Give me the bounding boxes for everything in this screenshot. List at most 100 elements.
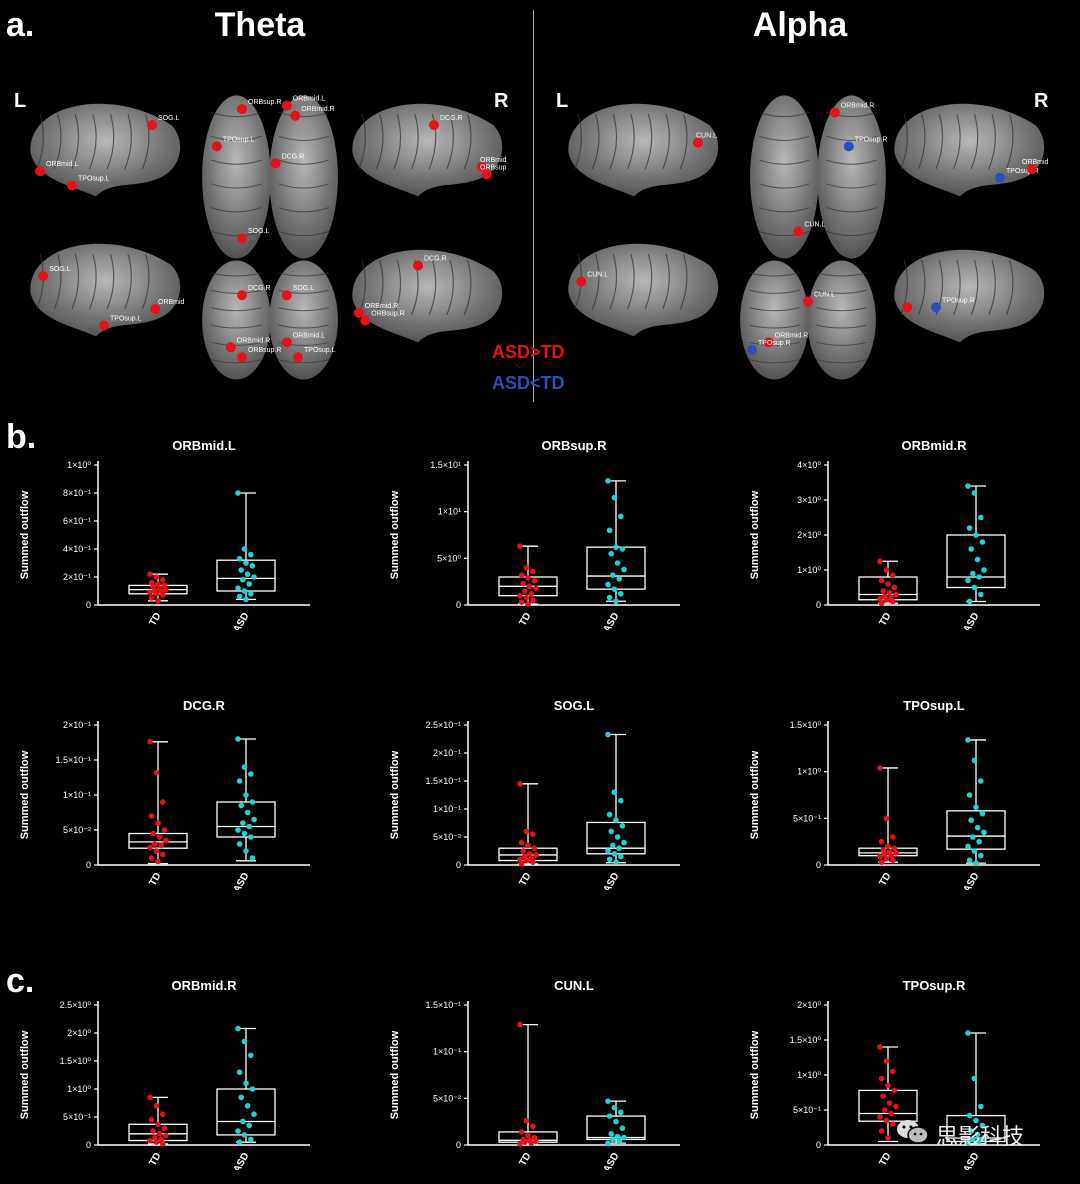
data-point <box>978 591 984 598</box>
data-point <box>240 1118 246 1125</box>
roi-label: TPOsup.R <box>855 136 888 143</box>
data-point <box>158 588 164 594</box>
x-tick-label: TD <box>147 871 163 888</box>
box-iqr <box>128 832 188 849</box>
data-point <box>525 1132 531 1139</box>
roi-node <box>225 342 236 353</box>
data-point <box>971 1075 978 1082</box>
data-point <box>878 859 885 865</box>
data-point <box>248 1052 254 1059</box>
y-tick-label: 0 <box>816 860 821 870</box>
brain-alpha-lat-top-left: CUN.L <box>562 92 722 207</box>
y-tick-label: 1.5×10⁻¹ <box>55 755 91 765</box>
data-point <box>244 1103 251 1109</box>
data-point <box>976 574 982 580</box>
data-point <box>973 1117 979 1124</box>
data-point <box>618 797 624 804</box>
chart-title: ORBmid.L <box>172 438 236 453</box>
chart-title: ORBsup.R <box>542 438 608 453</box>
data-point <box>160 799 166 805</box>
data-point <box>518 599 525 605</box>
chart-title: ORBmid.R <box>902 438 968 453</box>
data-point <box>882 1107 888 1113</box>
data-point <box>970 1136 976 1143</box>
roi-node <box>477 161 487 172</box>
y-tick-label: 1×10⁰ <box>797 565 821 575</box>
roi-label: ORBsup.R <box>371 311 404 318</box>
y-tick-label: 2.5×10⁻¹ <box>425 720 461 730</box>
data-point <box>877 1114 883 1120</box>
roi-label: CUN.L <box>814 291 835 298</box>
data-point <box>877 765 883 771</box>
data-point <box>160 1111 166 1117</box>
data-point <box>981 567 987 573</box>
data-point <box>236 1069 243 1075</box>
data-point <box>613 544 619 550</box>
data-point <box>533 1138 539 1145</box>
data-point <box>877 558 883 565</box>
y-tick-label: 1×10⁰ <box>67 460 91 470</box>
data-point <box>885 1082 891 1089</box>
data-point <box>605 848 611 854</box>
data-point <box>610 572 616 578</box>
data-point <box>241 830 248 837</box>
data-point <box>163 586 169 593</box>
data-point <box>147 571 153 577</box>
x-tick-label: ASD <box>602 1151 622 1170</box>
panel-letter-c: c. <box>6 962 35 1000</box>
y-tick-label: 1×10⁰ <box>797 767 821 777</box>
data-point <box>236 778 243 784</box>
data-point <box>522 588 528 594</box>
roi-label: SOG.L <box>49 266 71 273</box>
data-point <box>518 861 525 867</box>
data-point <box>878 838 885 845</box>
data-point <box>163 1132 169 1139</box>
roi-node <box>429 120 439 130</box>
data-point <box>153 1139 160 1145</box>
data-point <box>148 595 155 601</box>
data-point <box>235 490 241 496</box>
roi-label: ORBmid.R <box>1022 159 1048 166</box>
data-point <box>883 596 890 603</box>
y-tick-label: 5×10⁻² <box>433 1093 461 1103</box>
data-point <box>614 1133 621 1140</box>
data-point <box>517 592 523 599</box>
data-point <box>530 1123 536 1130</box>
data-point <box>523 1117 530 1124</box>
data-point <box>246 581 252 587</box>
y-tick-label: 2×10⁰ <box>797 530 821 540</box>
data-point <box>883 1058 890 1064</box>
y-tick-label: 0 <box>816 1140 821 1150</box>
roi-node <box>803 296 813 307</box>
data-point <box>251 574 257 580</box>
data-point <box>155 598 161 604</box>
data-point <box>883 567 890 573</box>
x-tick-label: ASD <box>602 611 622 630</box>
roi-node <box>413 260 423 271</box>
data-point <box>878 600 885 607</box>
roi-node <box>38 271 49 281</box>
data-point <box>147 589 153 596</box>
data-point <box>243 596 249 603</box>
data-point <box>978 1103 984 1110</box>
chart-title: TPOsup.R <box>903 978 966 993</box>
data-point <box>614 560 621 566</box>
y-tick-label: 3×10⁰ <box>797 495 821 505</box>
y-tick-label: 6×10⁻¹ <box>63 516 91 526</box>
roi-label: ORBmid.L <box>293 96 325 103</box>
data-point <box>978 778 984 784</box>
roi-label: TPOsup.L <box>304 347 336 354</box>
data-point <box>153 769 160 776</box>
roi-node <box>35 166 45 177</box>
roi-node <box>290 110 301 121</box>
y-axis-label: Summed outflow <box>389 1030 401 1119</box>
data-point <box>517 856 523 863</box>
data-point <box>243 1080 249 1087</box>
data-point <box>886 1100 893 1106</box>
data-point <box>147 739 153 745</box>
data-point <box>974 1131 981 1138</box>
data-point <box>888 852 894 859</box>
